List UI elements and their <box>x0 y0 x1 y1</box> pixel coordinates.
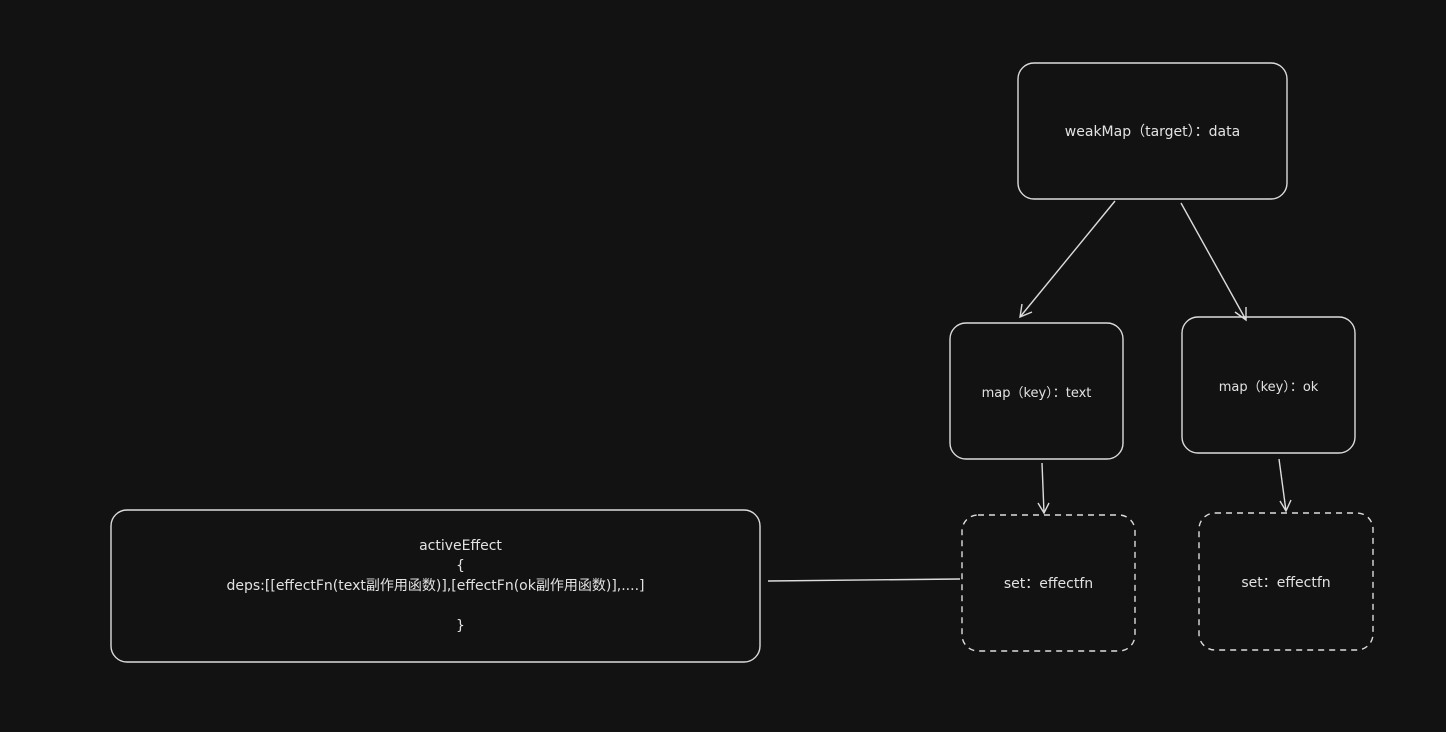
deps-line: deps:[[effectFn(text副作用函数)],[effectFn(ok… <box>226 578 645 594</box>
map-ok-box[interactable] <box>1181 316 1356 454</box>
map-text-box[interactable] <box>949 322 1124 460</box>
arrow-weakmap-to-map-text[interactable] <box>1019 200 1116 319</box>
weakmap-box[interactable] <box>1017 62 1288 200</box>
set-text-box[interactable] <box>961 514 1136 652</box>
set-ok-box[interactable] <box>1198 512 1374 651</box>
connector-active-effect-to-set[interactable] <box>767 578 961 582</box>
set-text-label: set：effectfn <box>1003 576 1094 592</box>
arrow-map-ok-to-set[interactable] <box>1278 458 1292 513</box>
open-brace: { <box>456 558 465 574</box>
active-effect-text: activeEffect { deps:[[effectFn(text副作用函数… <box>111 510 760 662</box>
arrow-map-text-to-set[interactable] <box>1037 462 1050 515</box>
close-brace: } <box>456 618 465 634</box>
active-effect-title: activeEffect <box>419 538 502 554</box>
arrow-weakmap-to-map-ok[interactable] <box>1180 202 1247 322</box>
weakmap-label: weakMap（target）：data <box>1064 124 1241 140</box>
map-ok-label: map（key）：ok <box>1218 379 1319 395</box>
active-effect-box[interactable] <box>110 509 761 663</box>
map-text-label: map（key）：text <box>981 385 1092 401</box>
set-ok-label: set：effectfn <box>1241 574 1331 591</box>
